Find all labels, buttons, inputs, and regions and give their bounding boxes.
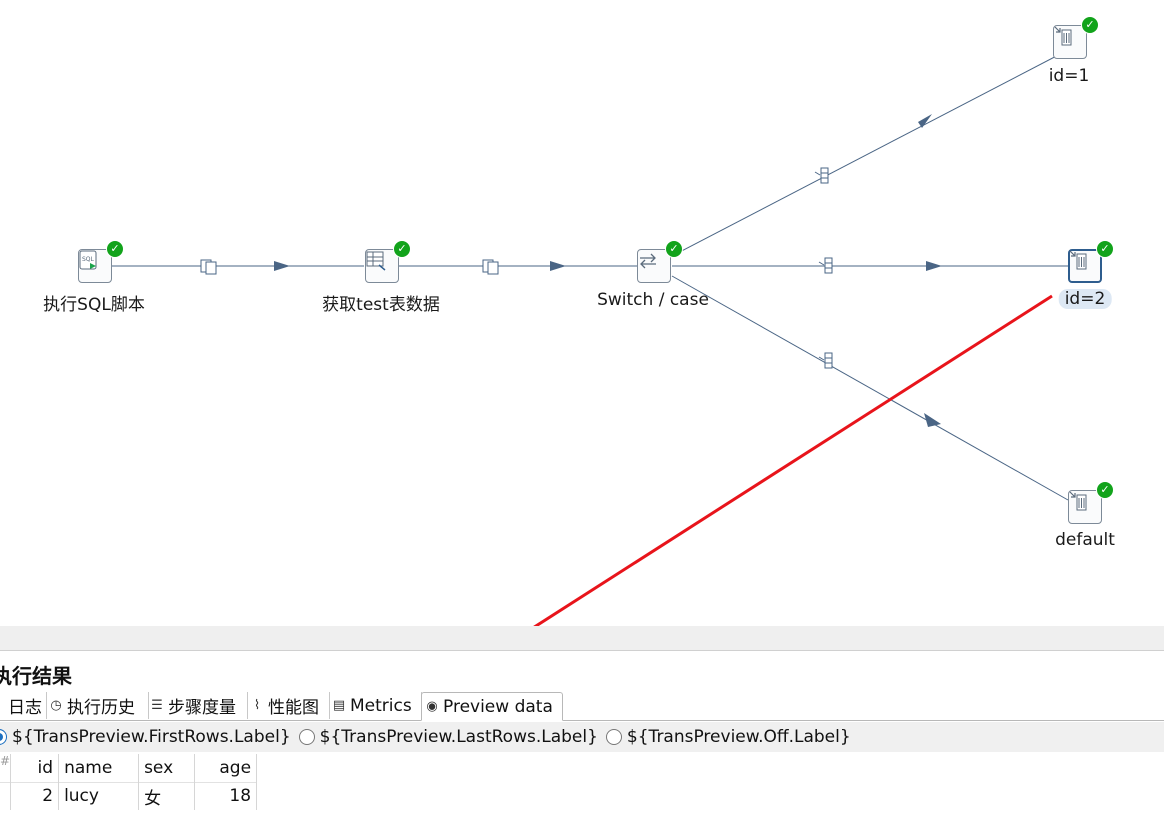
success-check-icon: ✓ [1096,240,1114,258]
hops-layer [112,49,1069,626]
step-label-exec-sql: 执行SQL脚本 [43,295,145,315]
tab-step-metrics[interactable]: ☰ 步骤度量 [147,692,248,719]
success-check-icon: ✓ [665,240,683,258]
panel-splitter[interactable] [0,626,1164,651]
dummy-step-icon [1054,26,1072,46]
eye-icon: ◉ [426,698,438,714]
metrics-icon: ▤ [332,697,346,713]
history-icon: ◷ [50,697,62,713]
radio-indicator [605,729,622,745]
radio-first-rows[interactable]: ${TransPreview.FirstRows.Label} [0,727,291,747]
hop-execsql-to-tableinput[interactable] [112,259,364,275]
copy-rows-icon [200,259,217,275]
tab-label: Metrics [350,695,412,716]
tab-label: 性能图 [268,698,319,718]
column-header-sex[interactable]: sex [138,754,196,782]
cell-sex[interactable]: 女 [138,781,196,810]
step-table-input[interactable]: ✓ [365,240,411,283]
tab-preview-data[interactable]: ◉ Preview data [421,692,563,721]
hop-switch-to-default[interactable] [671,275,1069,501]
target-hop-icon [814,167,829,184]
success-check-icon: ✓ [106,240,124,258]
step-exec-sql[interactable]: SQL ✓ [78,240,124,283]
table-header-row: # id name sex age [0,754,258,782]
cell-id[interactable]: 2 [10,781,60,810]
success-check-icon: ✓ [393,240,411,258]
switch-case-icon [640,253,656,269]
column-header-id[interactable]: id [10,754,60,782]
column-header-age[interactable]: age [194,754,258,782]
step-id1[interactable]: ✓ [1053,16,1099,59]
results-tabbar: 日志 ◷ 执行历史 ☰ 步骤度量 ⌇ 性能图 ▤ Metrics ◉ Previ… [0,690,1164,721]
dummy-step-icon [1069,491,1087,511]
step-label-default: default [1055,530,1115,550]
step-switch-case[interactable]: ✓ [637,240,683,283]
tab-label: 日志 [8,698,42,718]
step-id2[interactable]: ✓ [1068,240,1114,283]
step-label-id1: id=1 [1048,66,1090,86]
tab-label: Preview data [443,696,553,717]
preview-mode-options: ${TransPreview.FirstRows.Label} ${TransP… [0,722,1164,752]
tab-metrics[interactable]: ▤ Metrics [329,692,422,719]
radio-label: ${TransPreview.Off.Label} [626,727,851,747]
success-check-icon: ✓ [1096,481,1114,499]
hop-switch-to-id2[interactable] [672,257,1068,274]
transformation-canvas[interactable]: SQL ✓ 执行SQL脚本 ✓ 获取test表数据 ✓ Switch / cas… [0,0,1164,626]
dummy-step-icon [1069,250,1087,270]
radio-label: ${TransPreview.FirstRows.Label} [12,727,291,747]
radio-indicator [298,729,315,745]
hop-switch-to-id1[interactable] [671,49,1069,257]
radio-off[interactable]: ${TransPreview.Off.Label} [605,727,851,747]
target-hop-icon [818,352,833,369]
row-number-header: # [0,754,12,782]
radio-last-rows[interactable]: ${TransPreview.LastRows.Label} [298,727,598,747]
step-label-switch-case: Switch / case [597,290,709,310]
radio-indicator [0,729,7,745]
step-label-id2: id=2 [1058,289,1112,309]
hop-tableinput-to-switch[interactable] [398,259,637,275]
cell-age[interactable]: 18 [194,781,258,810]
table-input-icon [366,251,386,271]
target-hop-icon [818,257,833,274]
performance-chart-icon: ⌇ [253,697,261,713]
preview-data-table: # id name sex age 2 lucy 女 18 [0,754,258,810]
execution-results-title: 执行结果 [0,664,72,688]
tab-log[interactable]: 日志 [0,692,47,719]
sql-script-icon: SQL [79,250,97,270]
tab-label: 步骤度量 [168,698,236,718]
table-row[interactable]: 2 lucy 女 18 [0,781,258,810]
step-label-table-input: 获取test表数据 [322,295,440,315]
tab-history[interactable]: ◷ 执行历史 [46,692,149,719]
step-default[interactable]: ✓ [1068,481,1114,524]
svg-text:SQL: SQL [82,256,95,263]
tab-performance-chart[interactable]: ⌇ 性能图 [247,692,330,719]
row-number-cell [0,781,12,810]
step-metrics-icon: ☰ [151,697,163,713]
cell-name[interactable]: lucy [58,781,140,810]
tab-label: 执行历史 [67,698,135,718]
copy-rows-icon [482,259,499,275]
radio-label: ${TransPreview.LastRows.Label} [319,727,598,747]
success-check-icon: ✓ [1081,16,1099,34]
annotation-arrow [533,294,1053,626]
column-header-name[interactable]: name [58,754,140,782]
